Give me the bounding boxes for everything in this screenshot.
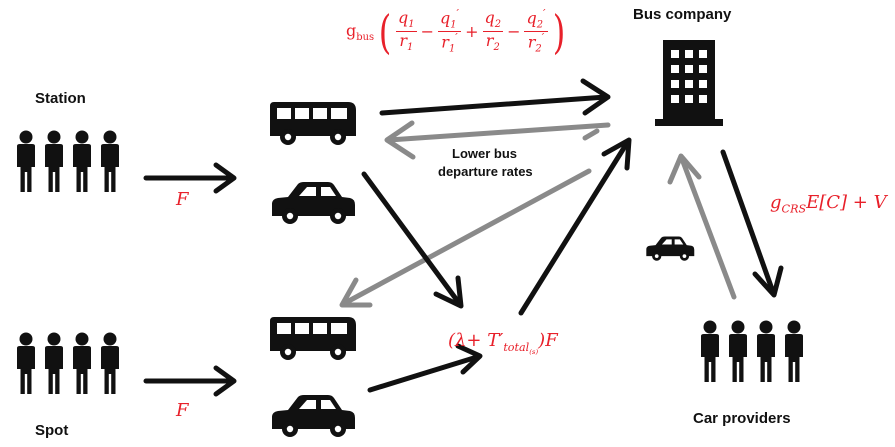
arrow-station-to-cost bbox=[361, 171, 464, 309]
arrow-station-to-vehicles bbox=[143, 162, 237, 194]
flow-spot-formula: F bbox=[176, 400, 189, 421]
station-people-icon bbox=[17, 130, 119, 192]
station-car-icon bbox=[272, 182, 355, 224]
spot-bus-icon bbox=[270, 317, 356, 360]
car-providers-people-icon bbox=[701, 320, 803, 382]
flow-station-formula: F bbox=[176, 189, 189, 210]
station-bus-icon bbox=[270, 102, 356, 145]
arrow-company-to-spot-bus-gray bbox=[339, 168, 592, 308]
crs-cost-formula: gCRSE[C] + V bbox=[770, 192, 887, 216]
arrow-bus-to-company bbox=[379, 78, 611, 116]
frac-q2p-r2p: q2′r2′ bbox=[524, 7, 548, 55]
office-building-icon bbox=[655, 40, 723, 126]
lower-bus-label-line1: Lower bus bbox=[452, 146, 518, 161]
spot-car-icon bbox=[272, 395, 355, 437]
dash-gray bbox=[582, 128, 600, 141]
spot-label: Spot bbox=[35, 422, 69, 439]
provider-car-icon bbox=[646, 236, 695, 261]
arrow-cost-to-company bbox=[518, 137, 632, 316]
bus-cost-g: gbus bbox=[346, 20, 375, 44]
bus-company-label: Bus company bbox=[633, 6, 732, 23]
lower-bus-label-line2: departure rates bbox=[438, 164, 533, 179]
arrow-company-to-bus-gray bbox=[384, 120, 611, 160]
arrow-spot-car-to-cost bbox=[367, 343, 483, 393]
spot-people-icon bbox=[17, 332, 119, 394]
arrow-spot-to-vehicles bbox=[143, 365, 237, 397]
total-cost-formula: (λ+ T′total(s))F bbox=[448, 330, 558, 356]
arrow-providers-to-company-gray bbox=[667, 153, 737, 300]
frac-q1p-r1p: q1′r1′ bbox=[437, 7, 462, 55]
car-providers-label: Car providers bbox=[693, 410, 791, 427]
station-label: Station bbox=[35, 90, 86, 107]
arrow-company-to-providers bbox=[720, 149, 784, 298]
